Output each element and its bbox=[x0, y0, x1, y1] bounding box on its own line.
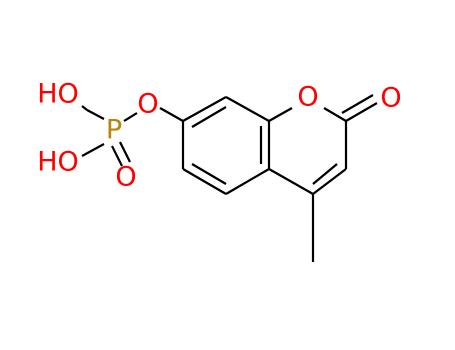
atom-o-double: O bbox=[115, 162, 136, 193]
bond-p-o-double-a bbox=[111, 145, 123, 167]
atom-o-ring: O bbox=[297, 82, 318, 113]
bond-p-o-double-b bbox=[119, 141, 131, 163]
bond-c3-c4-inner bbox=[312, 163, 338, 185]
atom-o-carbonyl: O bbox=[380, 83, 401, 114]
bond-c5-c6-inner bbox=[191, 163, 227, 185]
bond-o-c7 bbox=[159, 107, 184, 122]
bond-c8a-o1 bbox=[268, 107, 293, 122]
bond-p-o-bridge bbox=[123, 112, 138, 122]
bond-c7-c8 bbox=[182, 96, 227, 122]
atom-phosphorus: P bbox=[106, 115, 122, 146]
bond-c8-c8a bbox=[225, 96, 270, 122]
bond-c5-c6 bbox=[182, 168, 227, 195]
bond-p-oh-bottom bbox=[81, 143, 105, 157]
bond-p-oh-top bbox=[81, 105, 88, 111]
bond-c2-o-carbonyl-b bbox=[341, 94, 374, 114]
bond-c7-c8-inner bbox=[191, 106, 227, 128]
bond-p-oh-top bbox=[86, 109, 105, 120]
atom-o-bridge: O bbox=[137, 89, 158, 120]
atom-oh-bottom: HO bbox=[37, 147, 79, 178]
bond-o1-c2 bbox=[323, 107, 347, 122]
bond-c2-o-carbonyl-a bbox=[345, 102, 378, 122]
bond-c3-c4 bbox=[312, 168, 347, 195]
bond-c4-c4a bbox=[268, 168, 314, 195]
bond-c4a-c5 bbox=[225, 168, 270, 195]
atom-oh-top: HO bbox=[37, 79, 79, 110]
